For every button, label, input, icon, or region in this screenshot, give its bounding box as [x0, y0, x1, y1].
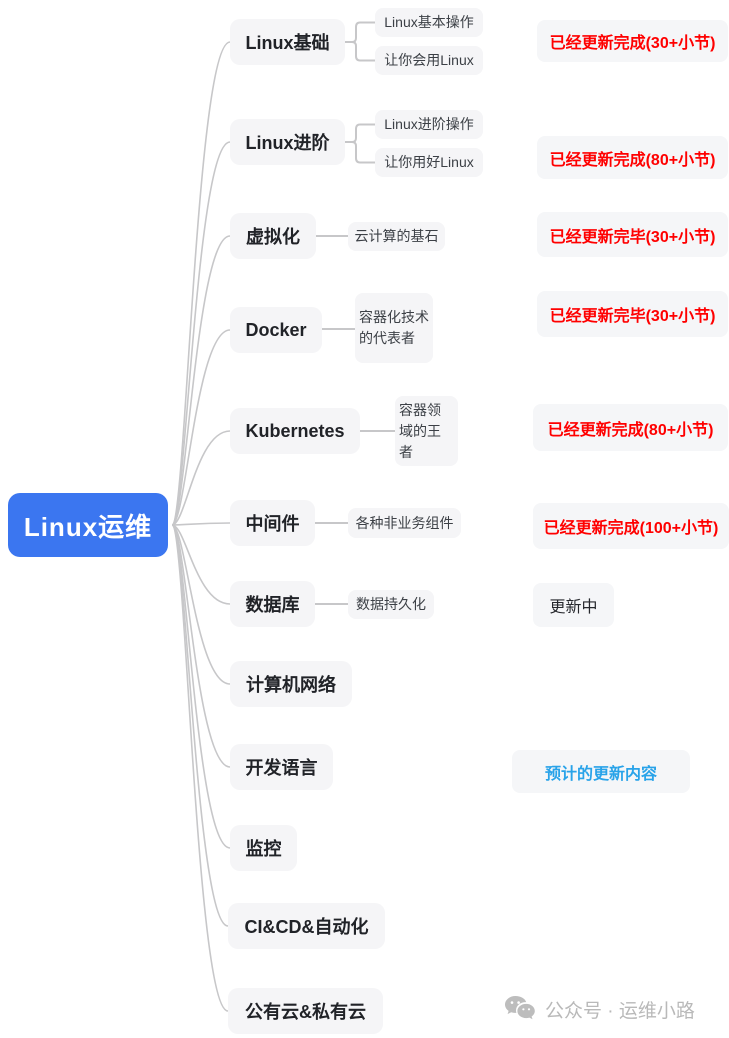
root-topic-linux-ops: Linux运维	[8, 493, 168, 557]
status-badge-middleware: 已经更新完成(100+小节)	[533, 503, 729, 549]
topic-computer-network: 计算机网络	[230, 661, 352, 707]
wechat-icon	[503, 995, 537, 1023]
topic-linux-basics: Linux基础	[230, 19, 345, 65]
topic-middleware: 中间件	[230, 500, 315, 546]
subtopic-cloud-cornerstone: 云计算的基石	[348, 222, 445, 251]
status-badge-planned: 预计的更新内容	[512, 750, 690, 793]
status-badge-linux-basics: 已经更新完成(30+小节)	[537, 20, 728, 62]
watermark-text: 公众号 · 运维小路	[545, 1000, 695, 1022]
watermark: 公众号 · 运维小路	[503, 995, 695, 1023]
topic-monitoring: 监控	[230, 825, 297, 871]
topic-public-private-cloud: 公有云&私有云	[228, 988, 383, 1034]
topic-dev-language: 开发语言	[230, 744, 333, 790]
subtopic-learn-to-use-linux: 让你会用Linux	[375, 46, 483, 75]
subtopic-data-persistence: 数据持久化	[348, 590, 434, 619]
status-badge-kubernetes: 已经更新完成(80+小节)	[533, 404, 728, 451]
status-badge-docker: 已经更新完毕(30+小节)	[537, 291, 728, 337]
status-badge-database: 更新中	[533, 583, 614, 627]
subtopic-container-tech-rep: 容器化技术的代表者	[355, 293, 433, 363]
status-badge-linux-advanced: 已经更新完成(80+小节)	[537, 136, 728, 179]
subtopic-container-king: 容器领域的王者	[395, 396, 458, 466]
status-badge-virtualization: 已经更新完毕(30+小节)	[537, 212, 728, 257]
topic-virtualization: 虚拟化	[230, 213, 316, 259]
subtopic-linux-advanced-ops: Linux进阶操作	[375, 110, 483, 139]
topic-cicd-automation: CI&CD&自动化	[228, 903, 385, 949]
subtopic-linux-basic-ops: Linux基本操作	[375, 8, 483, 37]
topic-database: 数据库	[230, 581, 315, 627]
topic-docker: Docker	[230, 307, 322, 353]
subtopic-non-business-comp: 各种非业务组件	[348, 508, 461, 538]
topic-kubernetes: Kubernetes	[230, 408, 360, 454]
subtopic-use-linux-well: 让你用好Linux	[375, 148, 483, 177]
topic-linux-advanced: Linux进阶	[230, 119, 345, 165]
